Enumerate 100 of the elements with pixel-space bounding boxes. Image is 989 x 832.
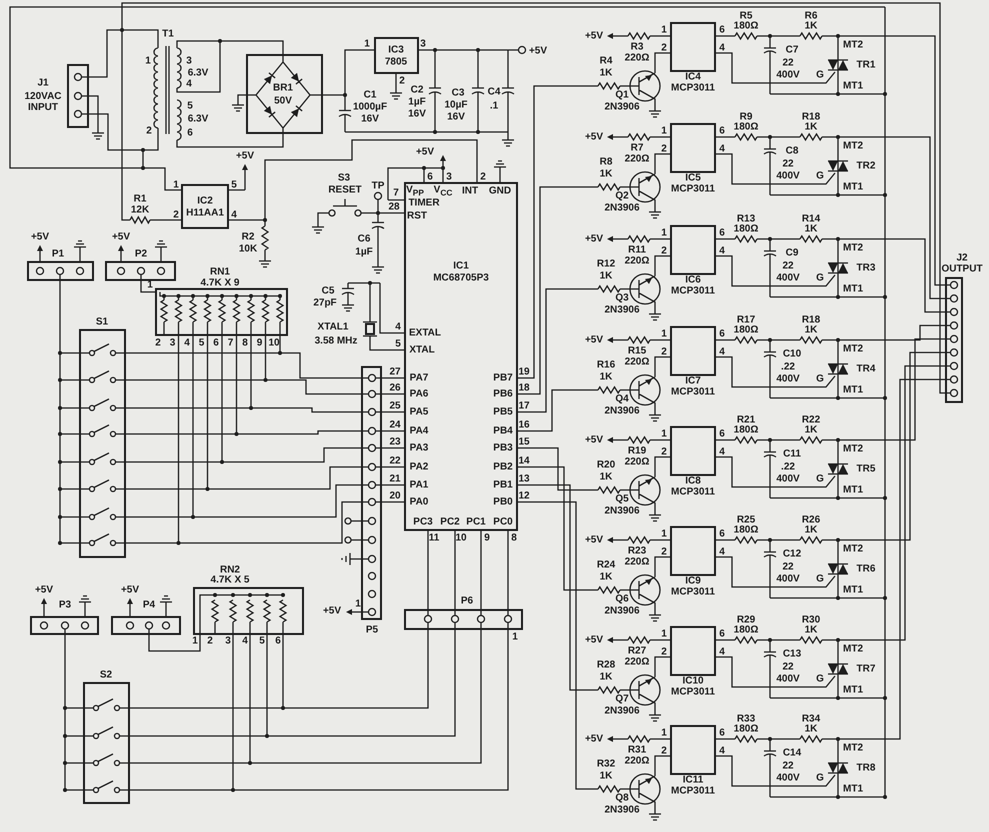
component-label: IC4 [685, 72, 701, 82]
pin-number: 7 [228, 338, 234, 348]
value-label: 400V [776, 170, 800, 182]
pin-number: 5 [198, 338, 204, 348]
component-label: C6 [358, 234, 370, 244]
value-label: 1K [600, 372, 612, 382]
pin-number: 6 [719, 228, 725, 238]
value-label: 1µF [355, 246, 373, 258]
pin-number: 6 [187, 128, 193, 138]
component-label: TR8 [856, 762, 876, 774]
voltage-label: +5V [584, 434, 604, 446]
value-label: 220Ω [624, 154, 650, 164]
value-label: 22 [782, 158, 794, 170]
value-label: 10K [238, 244, 258, 254]
component-label: C7 [786, 44, 798, 56]
pin-number: 3 [186, 56, 192, 66]
pin-number: 10 [455, 532, 467, 544]
pin-number: 1 [173, 180, 179, 190]
component-label: S1 [96, 316, 108, 328]
value-label: 400V [776, 674, 800, 684]
pin-number: 9 [484, 532, 490, 544]
pin-number: 4 [231, 210, 237, 220]
component-label: C8 [786, 146, 798, 156]
pin-name: INT [462, 186, 478, 196]
value-label: 1K [804, 524, 818, 536]
value-label: 180Ω [734, 724, 758, 734]
component-label: C5 [322, 286, 334, 296]
value-label: 27pF [313, 298, 337, 308]
part-number: MCP3011 [671, 786, 715, 796]
value-label: 220Ω [624, 256, 650, 266]
component-label: R30 [802, 614, 820, 626]
pin-name: MT2 [843, 742, 863, 754]
value-label: 1K [600, 770, 612, 782]
component-label: J2 [956, 252, 968, 264]
component-label: IC11 [682, 774, 704, 786]
pin-number: 4 [719, 646, 725, 658]
pin-name: G [816, 170, 824, 182]
component-label: R16 [596, 360, 616, 370]
component-label: R13 [736, 214, 756, 224]
component-label: C12 [782, 548, 802, 560]
value-label: 22 [782, 760, 794, 772]
part-number: MCP3011 [671, 386, 715, 398]
pin-number: 2 [661, 346, 667, 358]
pin-name: G [816, 674, 824, 684]
pin-number: 1 [661, 328, 667, 340]
value-label: 1K [600, 68, 612, 78]
part-number: 2N3906 [604, 804, 640, 816]
component-label: R22 [802, 414, 820, 426]
pin-number: 1 [661, 228, 667, 238]
pin-name: PB1 [493, 480, 513, 490]
pin-number: 4 [719, 246, 725, 256]
value-label: .22 [781, 462, 795, 472]
value-label: 180Ω [734, 20, 758, 32]
part-number: H11AA1 [186, 208, 224, 218]
pin-number: 2 [661, 646, 667, 658]
pin-name: PA5 [410, 406, 428, 418]
pin-name: MT2 [843, 242, 863, 254]
pin-number: 2 [661, 546, 667, 558]
value-label: 22 [782, 662, 794, 672]
value-label: 1K [600, 472, 612, 482]
component-label: S3 [338, 172, 350, 184]
pin-number: 22 [389, 456, 401, 466]
pin-number: 3 [420, 38, 426, 50]
pin-name: MT1 [843, 284, 863, 294]
voltage-label: +5V [584, 30, 604, 42]
value-label: 400V [776, 70, 800, 80]
component-label: Q6 [615, 594, 629, 604]
pin-number: 8 [242, 338, 248, 348]
pin-name: V$_{PP}$ [406, 184, 424, 198]
pin-name: MT1 [843, 384, 863, 396]
value-label: 1K [804, 624, 818, 636]
value-label: 400V [776, 772, 800, 784]
pin-name: XTAL [409, 344, 435, 356]
value-label: 120VAC INPUT [23, 91, 63, 113]
component-label: C13 [782, 648, 802, 660]
pin-name: PC1 [466, 516, 486, 528]
part-number: 2N3906 [604, 506, 640, 516]
pin-number: 4 [395, 322, 401, 332]
component-label: P4 [142, 600, 156, 610]
pin-number: 4 [184, 338, 190, 348]
pin-number: 6 [719, 126, 725, 136]
pin-name: PA2 [410, 462, 428, 472]
component-label: R8 [600, 156, 612, 168]
pin-name: RST [407, 210, 427, 222]
part-number: 2N3906 [604, 304, 640, 316]
pin-number: 4 [719, 346, 725, 358]
pin-number: 18 [518, 382, 530, 394]
value-label: .1 [490, 100, 498, 112]
component-label: R2 [242, 232, 254, 242]
pin-number: 6 [719, 728, 725, 738]
component-label: J1 [37, 78, 49, 88]
component-label: R3 [630, 42, 644, 52]
pin-name: PA6 [410, 388, 428, 400]
pin-number: 2 [661, 246, 667, 256]
pin-number: 5 [395, 338, 401, 350]
value-label: 400V [776, 374, 800, 384]
component-label: BR1 [273, 82, 293, 94]
pin-number: 4 [719, 42, 725, 54]
value-label: 220Ω [624, 52, 650, 64]
component-label: C9 [786, 248, 798, 258]
